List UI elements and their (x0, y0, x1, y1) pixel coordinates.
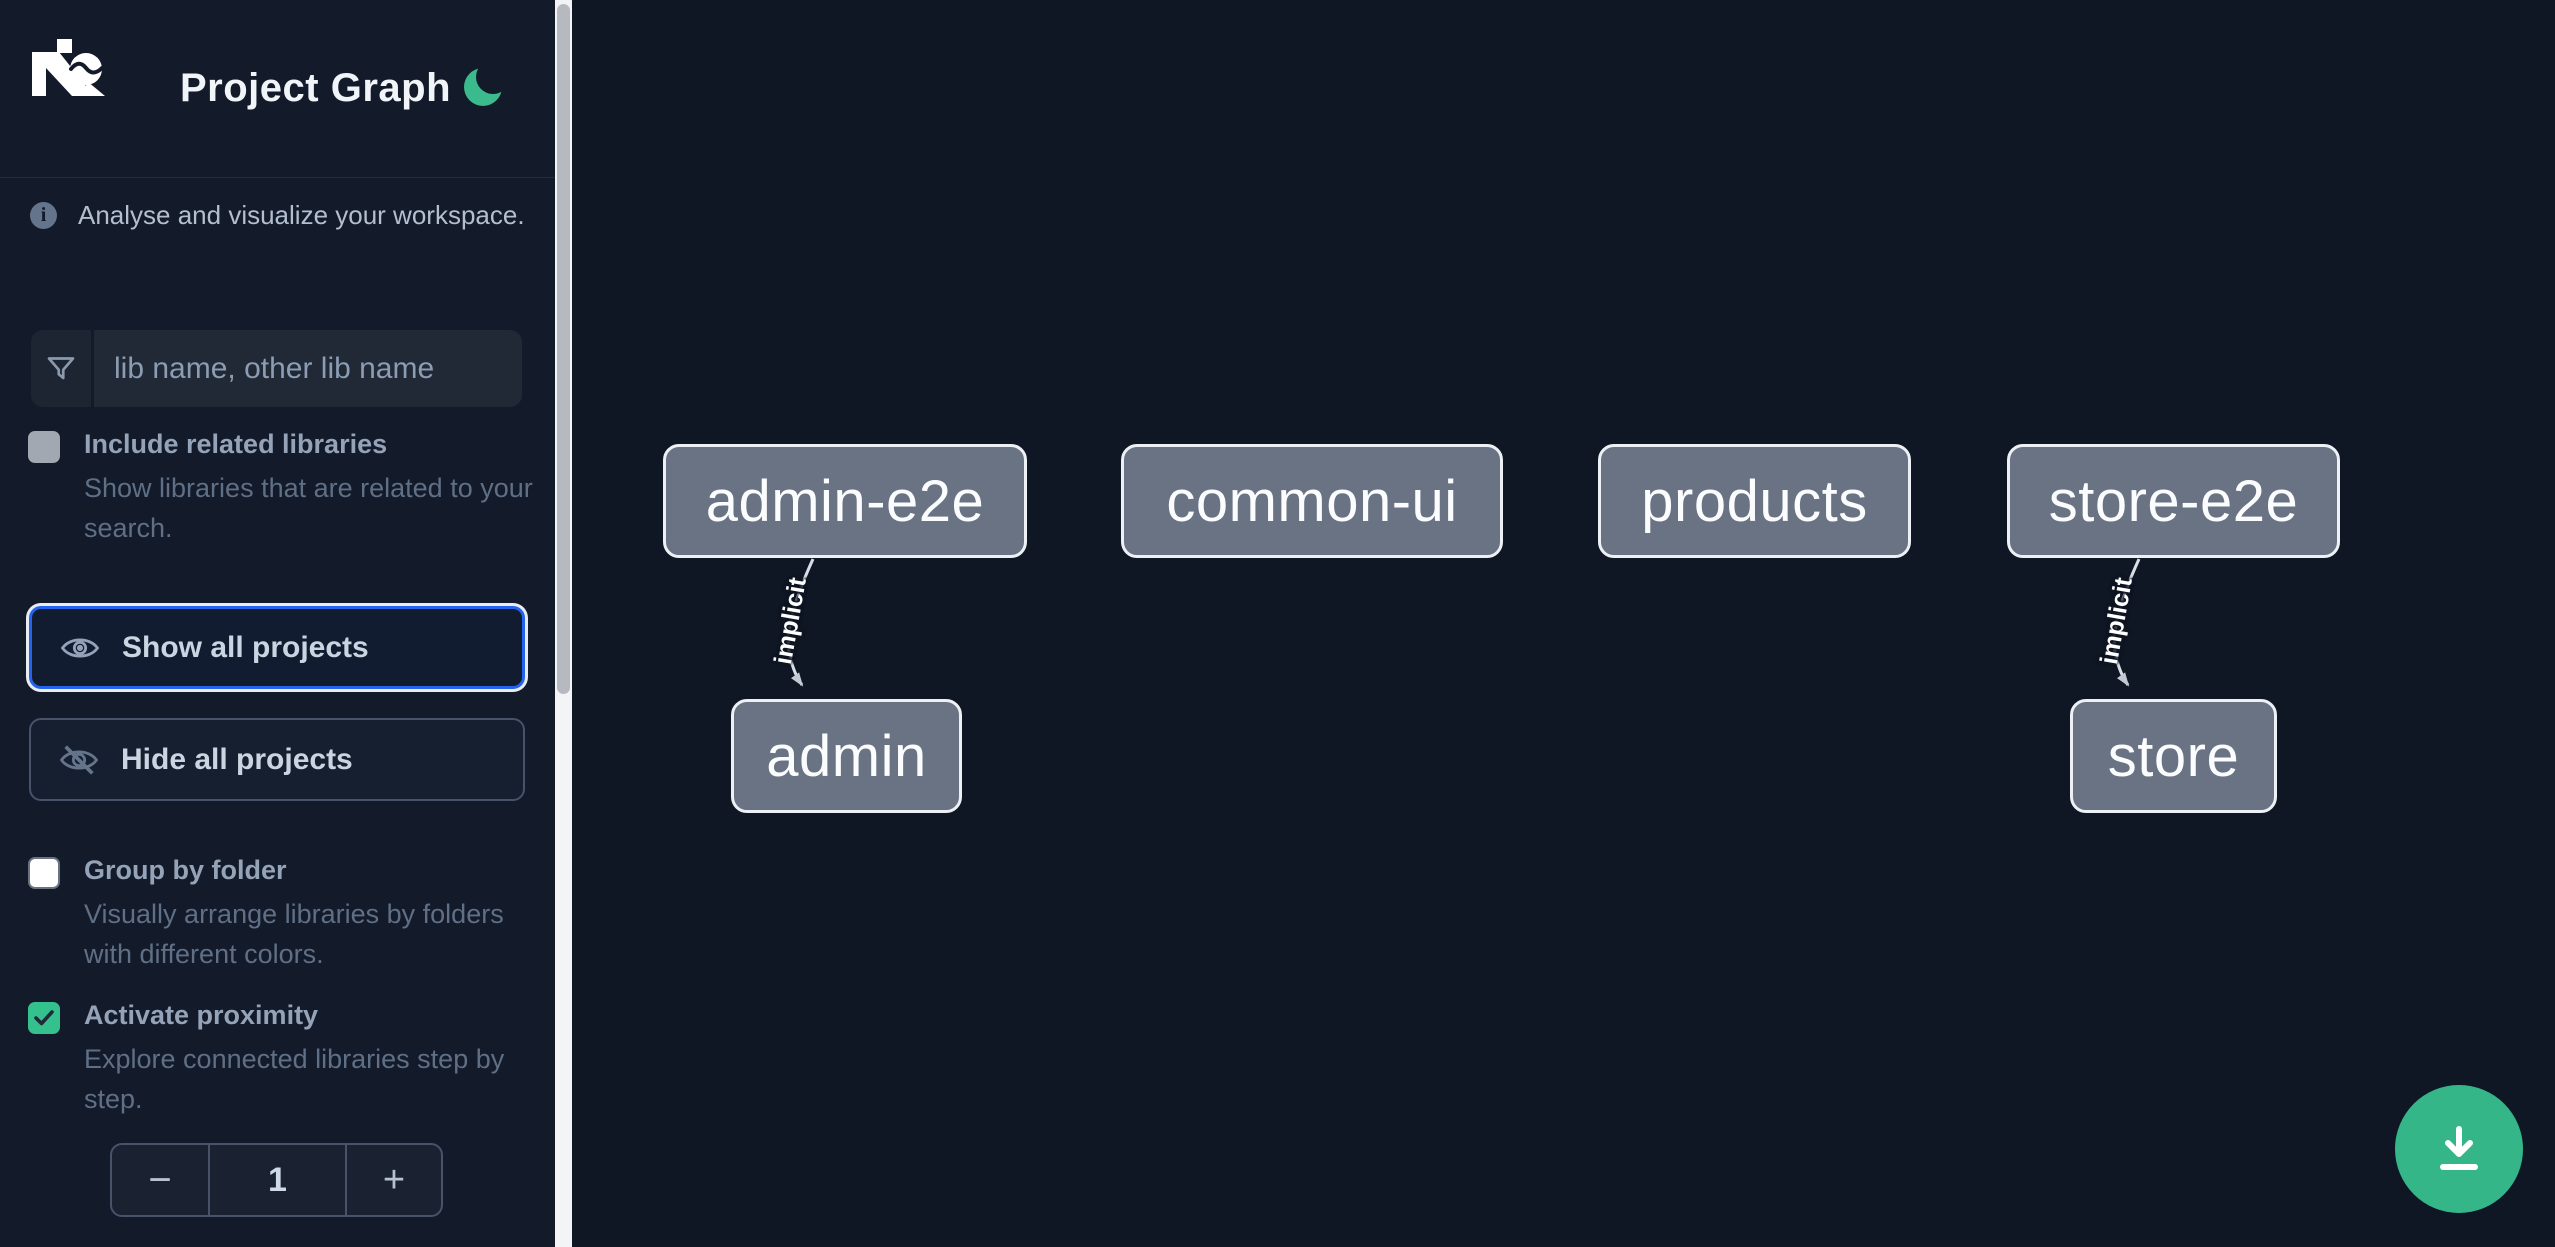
app-title: Project Graph (180, 66, 452, 110)
group-by-folder-description: Visually arrange libraries by folders wi… (84, 899, 504, 969)
graph-node-common-ui[interactable]: common-ui (1121, 444, 1503, 558)
activate-proximity-label: Activate proximity (84, 1000, 319, 1030)
moon-icon[interactable] (460, 62, 508, 110)
nx-logo-icon (32, 39, 105, 96)
download-icon (2440, 1126, 2478, 1170)
increment-button[interactable]: + (382, 1158, 406, 1201)
sidebar: Project Graph i Analyse and visualize yo… (0, 0, 555, 1247)
download-graph-button[interactable] (2395, 1085, 2523, 1213)
proximity-depth-value: 1 (208, 1145, 347, 1215)
sidebar-scrollbar-track (555, 0, 572, 1247)
graph-node-admin-e2e[interactable]: admin-e2e (663, 444, 1027, 558)
show-all-projects-label: Show all projects (122, 630, 369, 664)
activate-proximity-description: Explore connected libraries step by step… (84, 1044, 505, 1114)
include-related-option: Include related libraries Show libraries… (28, 429, 533, 548)
group-by-folder-label: Group by folder (84, 855, 287, 885)
activate-proximity-option: Activate proximity Explore connected lib… (28, 1000, 528, 1119)
funnel-icon (31, 330, 94, 407)
workspace-tagline-row: i Analyse and visualize your workspace. (30, 200, 525, 231)
include-related-description: Show libraries that are related to your … (84, 473, 533, 543)
decrement-button[interactable]: − (148, 1157, 172, 1202)
include-related-label: Include related libraries (84, 429, 388, 459)
info-icon: i (30, 202, 57, 229)
hide-all-projects-button[interactable]: Hide all projects (29, 718, 525, 801)
activate-proximity-checkbox[interactable] (28, 1002, 60, 1034)
include-related-checkbox[interactable] (28, 431, 60, 463)
workspace-tagline: Analyse and visualize your workspace. (78, 200, 525, 230)
hide-all-projects-label: Hide all projects (121, 742, 353, 776)
graph-node-store-e2e[interactable]: store-e2e (2007, 444, 2340, 558)
proximity-depth-stepper: − 1 + (110, 1143, 443, 1217)
check-icon (34, 1010, 54, 1026)
graph-node-products[interactable]: products (1598, 444, 1911, 558)
project-filter-field (31, 330, 522, 407)
sidebar-scrollbar-thumb[interactable] (557, 4, 570, 694)
sidebar-header: Project Graph (0, 0, 555, 178)
group-by-folder-checkbox[interactable] (28, 857, 60, 889)
group-by-folder-option: Group by folder Visually arrange librari… (28, 855, 528, 974)
project-filter-input[interactable] (94, 330, 522, 407)
graph-node-admin[interactable]: admin (731, 699, 962, 813)
eye-off-icon (59, 744, 99, 775)
graph-canvas[interactable] (572, 0, 2555, 1247)
show-all-projects-button[interactable]: Show all projects (29, 606, 525, 689)
eye-icon (60, 637, 100, 658)
graph-node-store[interactable]: store (2070, 699, 2277, 813)
